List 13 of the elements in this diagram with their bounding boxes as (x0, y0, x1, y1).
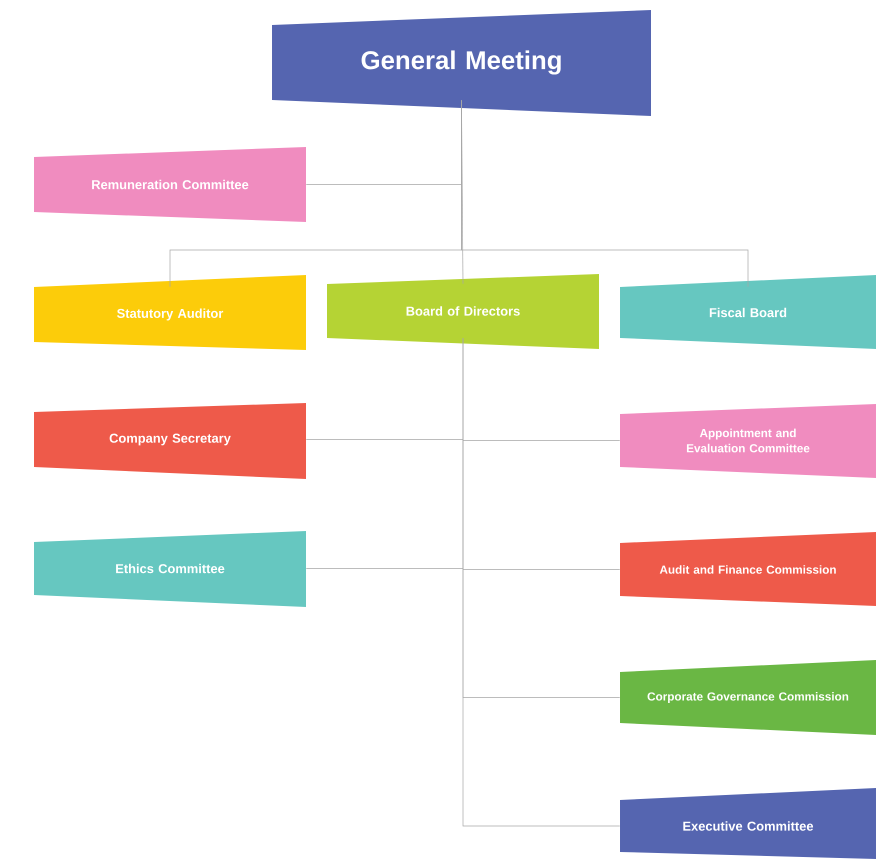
org-box: Statutory Auditor (34, 275, 306, 350)
org-box: Executive Committee (620, 788, 876, 859)
org-box: Fiscal Board (620, 275, 876, 349)
connector-line (462, 338, 620, 826)
org-box: General Meeting (272, 10, 651, 116)
org-box: Remuneration Committee (34, 147, 306, 222)
org-box: Corporate Governance Commission (620, 660, 876, 735)
connector-line (461, 100, 748, 288)
org-box: Appointment and Evaluation Committee (620, 404, 876, 478)
org-box: Audit and Finance Commission (620, 532, 876, 606)
org-box: Board of Directors (327, 274, 599, 349)
org-box: Ethics Committee (34, 531, 306, 607)
org-box: Company Secretary (34, 403, 306, 479)
